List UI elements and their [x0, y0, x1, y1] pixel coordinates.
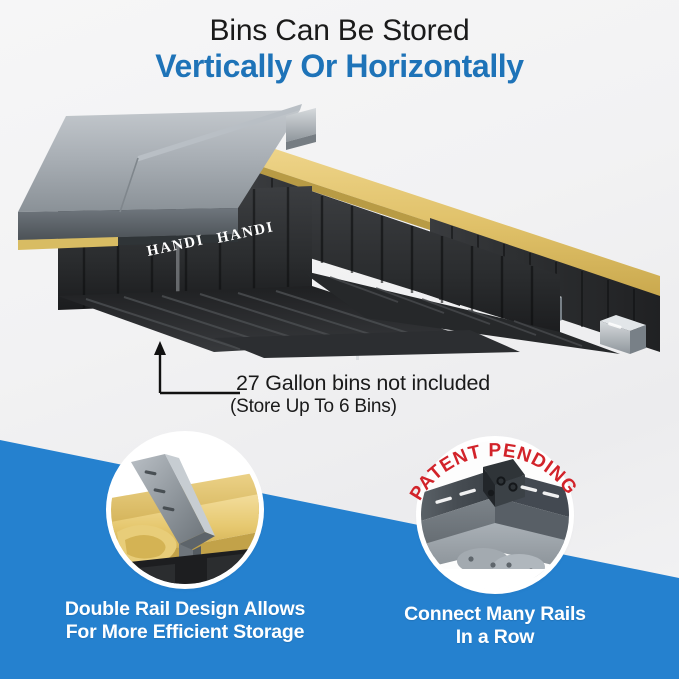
feature-left-caption: Double Rail Design Allows For More Effic…: [35, 598, 335, 643]
feature-double-rail: Double Rail Design Allows For More Effic…: [35, 436, 335, 643]
bin-undersides: [58, 270, 620, 358]
feature-connect-rails: PATENT PENDING Connect Many Rails In a R…: [345, 440, 645, 648]
double-rail-detail-illustration: [111, 436, 259, 584]
product-photo: HANDI HANDI: [0, 100, 679, 360]
feature-right-circle-wrap: PATENT PENDING: [406, 440, 580, 589]
feature-left-caption-line1: Double Rail Design Allows: [64, 598, 306, 620]
arrow-head-icon: [154, 341, 166, 355]
callout-main-text: 27 Gallon bins not included: [236, 371, 490, 395]
callout-sub-text: (Store Up To 6 Bins): [230, 395, 397, 417]
callout-text-block: 27 Gallon bins not included (Store Up To…: [230, 371, 666, 417]
feature-right-caption: Connect Many Rails In a Row: [345, 603, 645, 648]
connect-rails-photo: [421, 441, 569, 589]
overhead-rack-illustration: HANDI HANDI: [18, 104, 660, 360]
double-rail-photo: [111, 436, 259, 584]
rail-connector-detail-illustration: [421, 441, 569, 589]
feature-right-caption-line1: Connect Many Rails: [404, 603, 586, 625]
headline-line-2: Vertically Or Horizontally: [155, 47, 524, 84]
callout-leader-line: [154, 341, 240, 395]
feature-left-circle-wrap: [111, 436, 259, 584]
page-title: Bins Can Be Stored Vertically Or Horizon…: [0, 14, 679, 84]
feature-right-caption-line2: In a Row: [455, 625, 535, 648]
headline-line-1: Bins Can Be Stored: [209, 14, 470, 47]
front-gray-rail: HANDI HANDI: [18, 104, 316, 260]
feature-left-caption-line2: For More Efficient Storage: [65, 620, 305, 643]
